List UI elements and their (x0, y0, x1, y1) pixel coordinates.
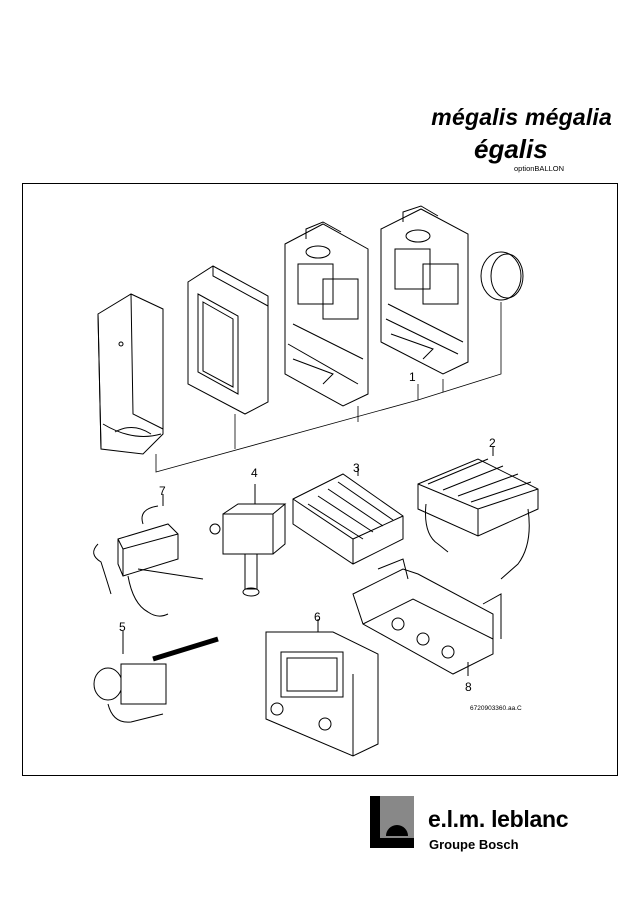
exploded-parts-diagram: 1 2 3 4 5 6 7 8 (22, 183, 618, 776)
part-6-control-box (265, 619, 379, 757)
parts-drawing (93, 205, 539, 757)
model-title-line2: égalis (474, 134, 548, 164)
callout-8: 8 (465, 680, 472, 694)
model-title-line1: mégalis mégalia (431, 104, 612, 130)
elm-leblanc-logo (370, 796, 414, 848)
callout-5: 5 (119, 620, 126, 634)
part-4-gas-valve (209, 484, 287, 597)
drawing-reference: 6720903360.aa.C (470, 705, 522, 712)
callout-3: 3 (353, 461, 360, 475)
callout-4: 4 (251, 466, 258, 480)
callout-2: 2 (489, 436, 496, 450)
part-2-heat-exchanger (417, 446, 539, 580)
callout-7: 7 (159, 484, 166, 498)
chassis-part-a (284, 221, 369, 407)
part-3-burner (292, 466, 404, 565)
expansion-vessel-part (480, 251, 524, 301)
option-label: optionBALLON (514, 164, 565, 173)
part-7-wiring-harness (93, 494, 204, 617)
callout-6: 6 (314, 610, 321, 624)
brand-name: e.l.m. leblanc (428, 806, 569, 832)
part-8-hydraulic-block (352, 558, 502, 676)
brand-group: Groupe Bosch (429, 837, 519, 852)
callout-1: 1 (409, 370, 416, 384)
front-panel-part (187, 265, 269, 415)
callout-1-leaders (155, 302, 502, 473)
part-5-pump (93, 631, 219, 723)
front-cover-part (97, 293, 164, 455)
chassis-part-b (380, 205, 469, 375)
